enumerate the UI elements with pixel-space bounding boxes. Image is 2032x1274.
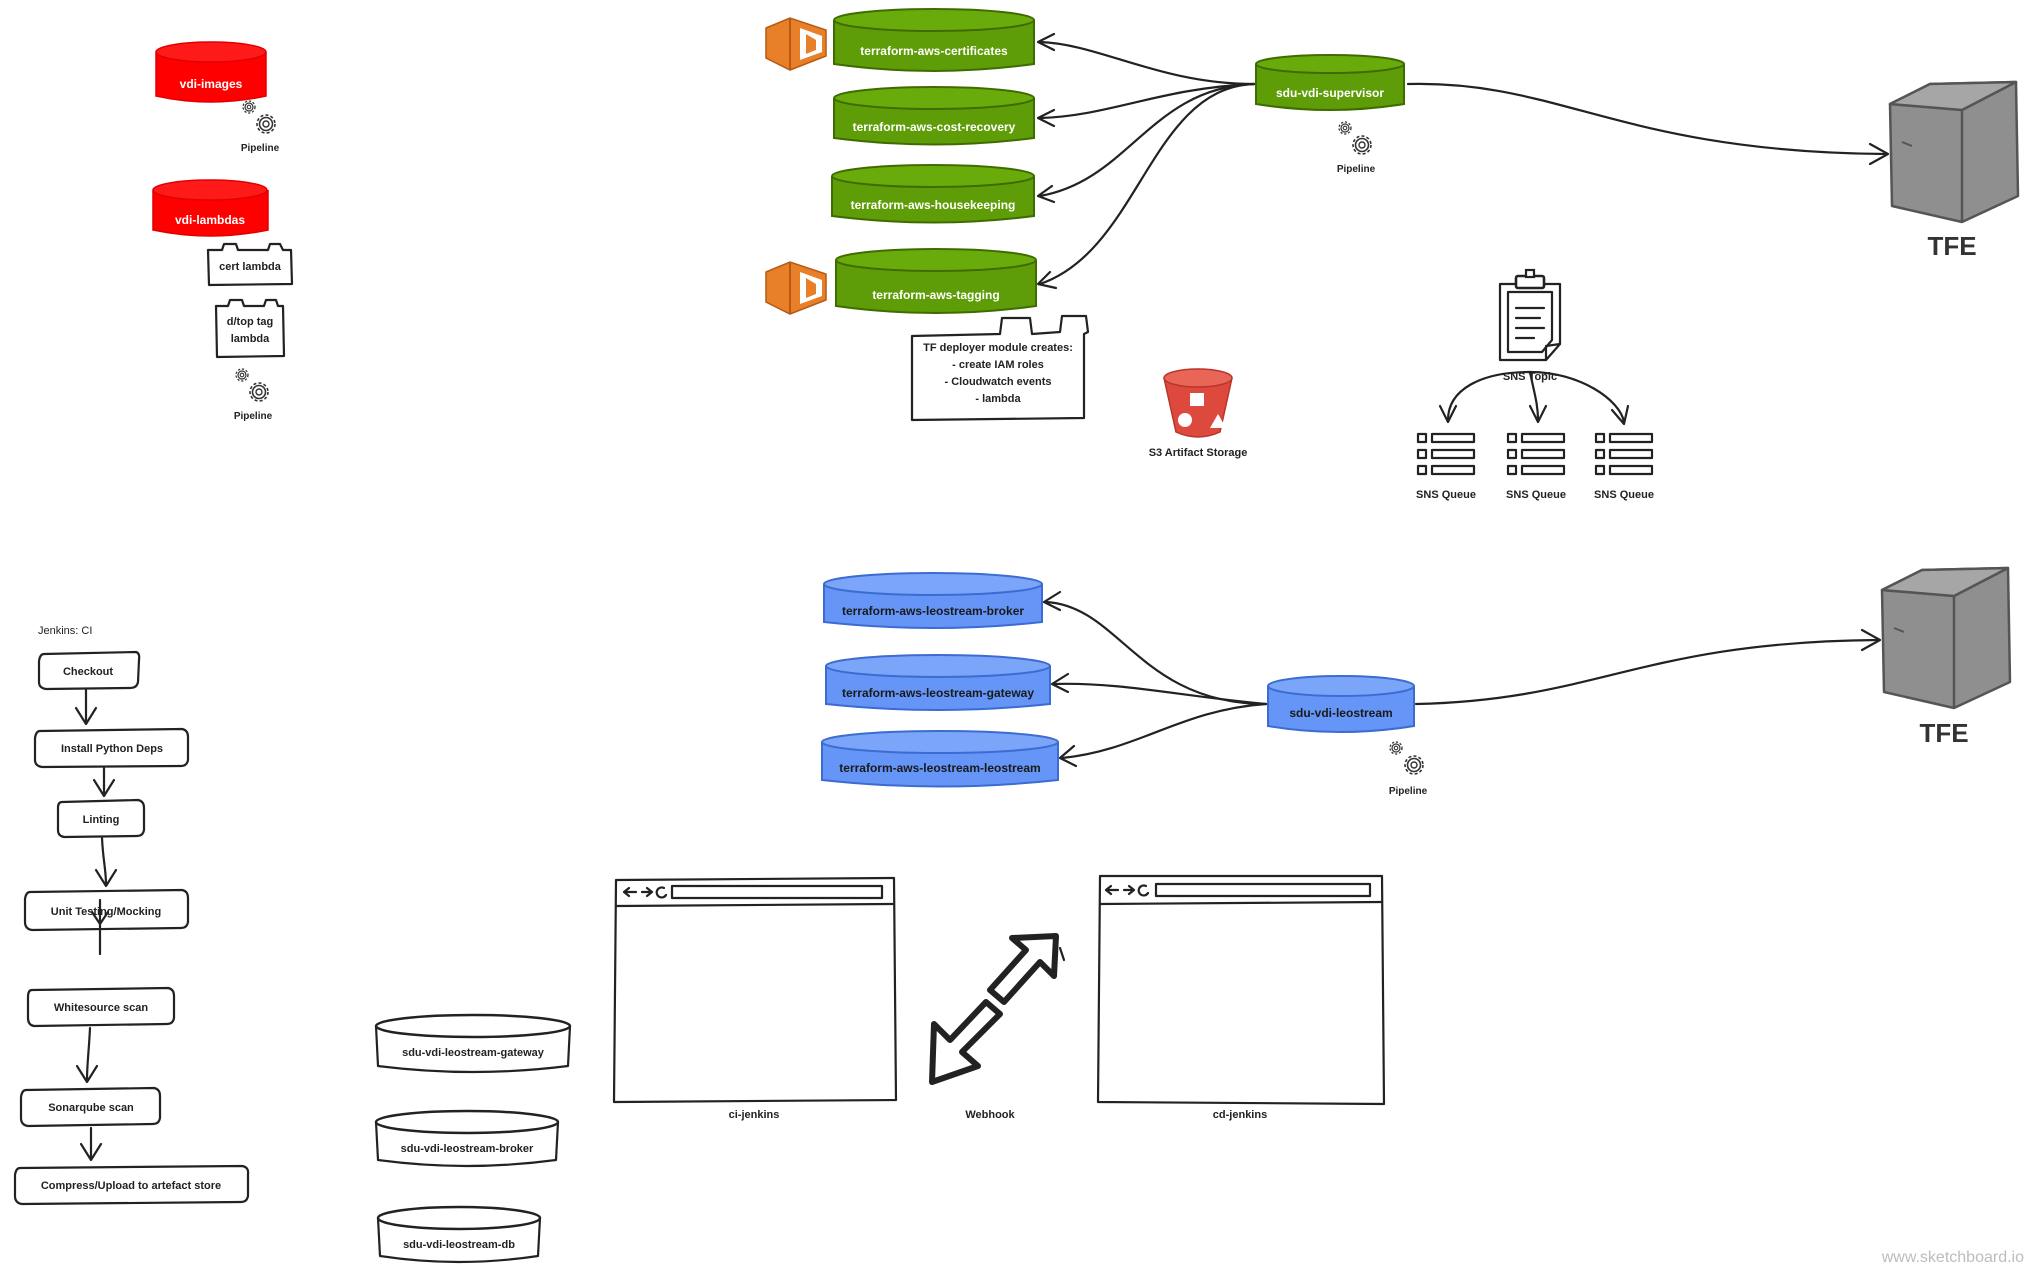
- dtop-tag-label-line1: d/top tag: [227, 316, 273, 328]
- sdu-vdi-leostream-db-label: sdu-vdi-leostream-db: [403, 1239, 515, 1251]
- sdu-vdi-leostream-broker-db: sdu-vdi-leostream-broker: [374, 1109, 560, 1168]
- jenkins-ci-title: Jenkins: CI: [38, 625, 92, 637]
- tf-deployer-line1: TF deployer module creates:: [923, 342, 1073, 354]
- terraform-aws-leostream-gateway-label: terraform-aws-leostream-gateway: [842, 686, 1034, 700]
- sns-queue-icon: [1416, 432, 1476, 476]
- s3-bucket-icon: [1163, 368, 1233, 438]
- ci-step-arrow: [92, 766, 116, 798]
- ci-jenkins-label: ci-jenkins: [729, 1109, 780, 1121]
- aws-lambda-icon: [765, 17, 827, 71]
- vdi-images-label: vdi-images: [180, 77, 243, 91]
- sdu-vdi-leostream-broker-label: sdu-vdi-leostream-broker: [401, 1143, 534, 1155]
- terraform-aws-certificates-db: terraform-aws-certificates: [833, 8, 1035, 72]
- ci-step-arrow: [79, 1126, 103, 1162]
- pipeline-label: Pipeline: [234, 411, 273, 422]
- ci-step-install-python-deps: Install Python Deps: [33, 727, 190, 769]
- sdu-vdi-supervisor-db: sdu-vdi-supervisor: [1255, 54, 1405, 111]
- terraform-aws-leostream-broker-label: terraform-aws-leostream-broker: [842, 604, 1024, 618]
- ci-step-label: Install Python Deps: [61, 743, 163, 755]
- terraform-aws-leostream-leostream-label: terraform-aws-leostream-leostream: [839, 761, 1040, 775]
- sdu-vdi-leostream-label: sdu-vdi-leostream: [1289, 706, 1392, 720]
- sdu-vdi-leostream-gateway-label: sdu-vdi-leostream-gateway: [402, 1047, 545, 1059]
- terraform-aws-leostream-gateway-db: terraform-aws-leostream-gateway: [825, 654, 1051, 711]
- sns-queue-label: SNS Queue: [1416, 489, 1476, 501]
- pipeline-gear-icon: [242, 100, 276, 134]
- terraform-aws-housekeeping-label: terraform-aws-housekeeping: [851, 198, 1016, 212]
- tfe-label: TFE: [1919, 718, 1968, 748]
- supervisor-to-tfe-arrow: [1406, 82, 1890, 166]
- ci-step-label: Sonarqube scan: [48, 1102, 134, 1114]
- s3-label: S3 Artifact Storage: [1149, 447, 1248, 459]
- pipeline-label: Pipeline: [241, 143, 280, 154]
- tfe-server-icon: [1880, 566, 2012, 710]
- supervisor-arrows: [1036, 32, 1256, 290]
- sns-topic-icon: [1498, 268, 1562, 362]
- vdi-lambdas-db: vdi-lambdas: [152, 179, 269, 237]
- terraform-aws-leostream-leostream-db: terraform-aws-leostream-leostream: [821, 730, 1059, 788]
- vdi-lambdas-label: vdi-lambdas: [175, 213, 245, 227]
- tf-deployer-line4: - lambda: [975, 393, 1021, 405]
- pipeline-gear-icon: [235, 368, 269, 402]
- pipeline-label: Pipeline: [1337, 164, 1376, 175]
- sdu-vdi-leostream-db-db: sdu-vdi-leostream-db: [376, 1205, 542, 1264]
- leostream-arrows: [1042, 590, 1268, 768]
- ci-step-whitesource-scan: Whitesource scan: [26, 986, 176, 1028]
- sns-queue-icon: [1506, 432, 1566, 476]
- sns-queue-label: SNS Queue: [1506, 489, 1566, 501]
- tfe-label: TFE: [1927, 231, 1976, 261]
- terraform-aws-tagging-label: terraform-aws-tagging: [872, 288, 999, 302]
- cert-lambda-label: cert lambda: [219, 261, 282, 273]
- ci-step-label: Compress/Upload to artefact store: [41, 1180, 221, 1192]
- sdu-vdi-leostream-gateway-db: sdu-vdi-leostream-gateway: [374, 1013, 572, 1074]
- ci-step-arrow: [90, 898, 110, 956]
- pipeline-label: Pipeline: [1389, 786, 1428, 797]
- tf-deployer-line3: - Cloudwatch events: [945, 376, 1052, 388]
- pipeline-gear-icon: [1338, 121, 1372, 155]
- dtop-tag-label-line2: lambda: [231, 333, 270, 345]
- ci-step-sonarqube-scan: Sonarqube scan: [19, 1086, 162, 1128]
- ci-step-label: Checkout: [63, 666, 113, 678]
- dtop-tag-lambda-folder: d/top tag lambda: [214, 298, 286, 359]
- terraform-aws-tagging-db: terraform-aws-tagging: [835, 248, 1037, 314]
- ci-step-label: Linting: [83, 814, 120, 826]
- leostream-to-tfe-arrow: [1414, 628, 1882, 706]
- browser-nav-icon: [1104, 884, 1150, 897]
- ci-step-arrow: [74, 688, 98, 726]
- tf-deployer-line2: - create IAM roles: [952, 359, 1044, 371]
- terraform-aws-cost-recovery-label: terraform-aws-cost-recovery: [853, 120, 1016, 134]
- terraform-aws-cost-recovery-db: terraform-aws-cost-recovery: [833, 86, 1035, 146]
- tf-deployer-note: TF deployer module creates: - create IAM…: [910, 314, 1090, 422]
- cd-jenkins-label: cd-jenkins: [1213, 1109, 1267, 1121]
- ci-step-arrow: [75, 1026, 99, 1084]
- aws-lambda-icon: [765, 261, 827, 315]
- watermark: www.sketchboard.io: [1881, 1249, 2024, 1266]
- ci-step-compress-upload: Compress/Upload to artefact store: [13, 1164, 250, 1206]
- tfe-server-icon: [1888, 80, 2020, 224]
- sdu-vdi-leostream-db: sdu-vdi-leostream: [1267, 675, 1415, 733]
- ci-step-linting: Linting: [56, 798, 146, 839]
- ci-step-label: Unit Testing/Mocking: [51, 906, 161, 918]
- ci-step-checkout: Checkout: [37, 650, 141, 691]
- terraform-aws-certificates-label: terraform-aws-certificates: [860, 44, 1008, 58]
- ci-step-arrow: [94, 836, 118, 888]
- sns-topic-arrows: [1438, 370, 1630, 426]
- sdu-vdi-supervisor-label: sdu-vdi-supervisor: [1276, 86, 1384, 100]
- terraform-aws-housekeeping-db: terraform-aws-housekeeping: [831, 164, 1035, 224]
- terraform-aws-leostream-broker-db: terraform-aws-leostream-broker: [823, 572, 1043, 629]
- ci-step-label: Whitesource scan: [54, 1002, 148, 1014]
- cert-lambda-folder: cert lambda: [206, 242, 294, 287]
- sns-queue-icon: [1594, 432, 1654, 476]
- webhook-label: Webhook: [965, 1109, 1015, 1121]
- sns-queue-label: SNS Queue: [1594, 489, 1654, 501]
- vdi-images-db: vdi-images: [155, 41, 267, 103]
- ci-jenkins-browser-window: [612, 876, 898, 1104]
- browser-nav-icon: [622, 886, 668, 899]
- cd-jenkins-browser-window: [1096, 874, 1386, 1106]
- pipeline-gear-icon: [1389, 741, 1424, 775]
- ci-step-unit-testing: Unit Testing/Mocking: [23, 888, 190, 932]
- webhook-double-arrow-icon: [929, 933, 1066, 1085]
